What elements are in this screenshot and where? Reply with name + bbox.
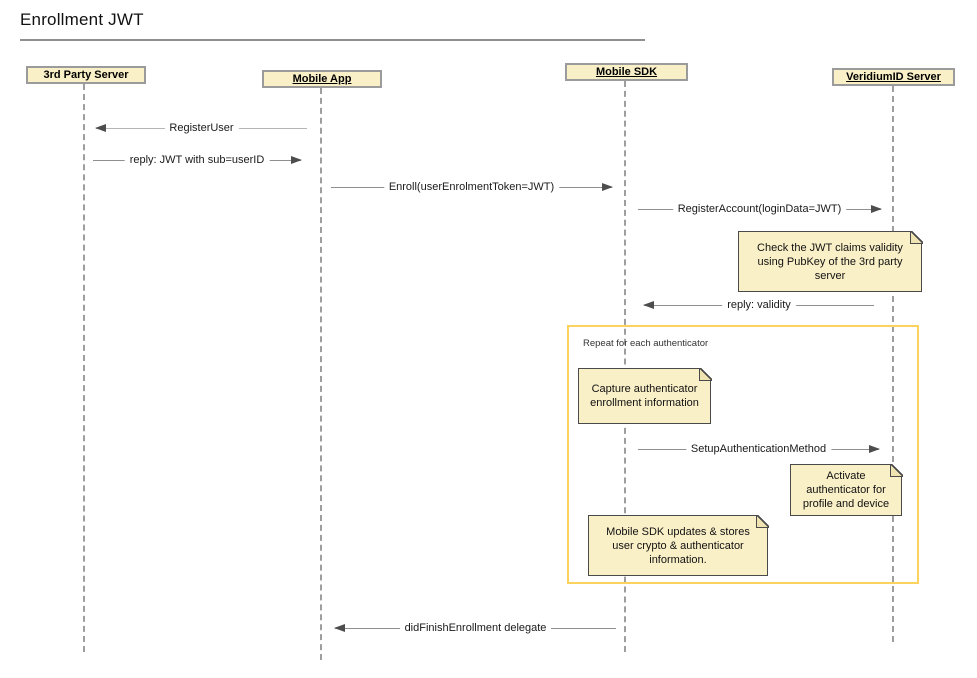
participant-veridiumid-server: VeridiumID Server: [832, 68, 955, 86]
arrowhead-left-icon: [95, 124, 106, 132]
arrowhead-right-icon: [291, 156, 302, 164]
message-label: SetupAuthenticationMethod: [685, 441, 832, 458]
arrowhead-left-icon: [334, 624, 345, 632]
participant-label: 3rd Party Server: [43, 69, 129, 81]
arrowhead-right-icon: [871, 205, 882, 213]
message-label: reply: JWT with sub=userID: [124, 152, 270, 169]
arrowhead-left-icon: [643, 301, 654, 309]
message-label: didFinishEnrollment delegate: [399, 620, 552, 637]
note-capture-authenticator: Capture authenticator enrollment informa…: [578, 367, 712, 424]
note-check-jwt-claims: Check the JWT claims validity using PubK…: [738, 230, 923, 292]
page-title: Enrollment JWT: [20, 10, 144, 29]
note-sdk-updates-stores: Mobile SDK updates & stores user crypto …: [588, 514, 769, 576]
title-underline: [20, 39, 645, 41]
message-didfinishenrollment: didFinishEnrollment delegate: [334, 620, 617, 637]
participant-label: Mobile App: [292, 73, 352, 85]
arrowhead-right-icon: [602, 183, 613, 191]
message-reply-validity: reply: validity: [643, 297, 875, 314]
message-label: RegisterAccount(loginData=JWT): [672, 201, 847, 218]
note-activate-authenticator: Activate authenticator for profile and d…: [790, 463, 903, 516]
message-label: RegisterUser: [164, 120, 239, 137]
message-label: Enroll(userEnrolmentToken=JWT): [383, 179, 560, 196]
note-fold-icon: [755, 514, 769, 528]
message-registeruser: RegisterUser: [95, 120, 308, 137]
note-text: Capture authenticator enrollment informa…: [590, 383, 699, 409]
message-setupauthenticationmethod: SetupAuthenticationMethod: [637, 441, 880, 458]
lifeline-mobile-sdk: [624, 81, 626, 652]
participant-label: VeridiumID Server: [846, 71, 941, 83]
participant-mobile-app: Mobile App: [262, 70, 382, 88]
loop-fragment-label: Repeat for each authenticator: [583, 338, 709, 349]
note-fold-icon: [909, 230, 923, 244]
participant-mobile-sdk: Mobile SDK: [565, 63, 688, 81]
message-enroll: Enroll(userEnrolmentToken=JWT): [330, 179, 613, 196]
note-text: Check the JWT claims validity using PubK…: [757, 241, 903, 282]
lifeline-mobile-app: [320, 88, 322, 660]
note-text: Mobile SDK updates & stores user crypto …: [606, 525, 750, 566]
lifeline-3rd-party-server: [83, 84, 85, 652]
message-label: reply: validity: [722, 297, 796, 314]
message-reply-jwt: reply: JWT with sub=userID: [92, 152, 302, 169]
note-fold-icon: [698, 367, 712, 381]
note-text: Activate authenticator for profile and d…: [802, 470, 890, 510]
lifeline-veridiumid-server: [892, 86, 894, 642]
message-registeraccount: RegisterAccount(loginData=JWT): [637, 201, 882, 218]
participant-3rd-party-server: 3rd Party Server: [26, 66, 146, 84]
loop-fragment: Repeat for each authenticator: [567, 325, 919, 584]
arrowhead-right-icon: [869, 445, 880, 453]
participant-label: Mobile SDK: [595, 66, 658, 78]
note-fold-icon: [889, 463, 903, 477]
